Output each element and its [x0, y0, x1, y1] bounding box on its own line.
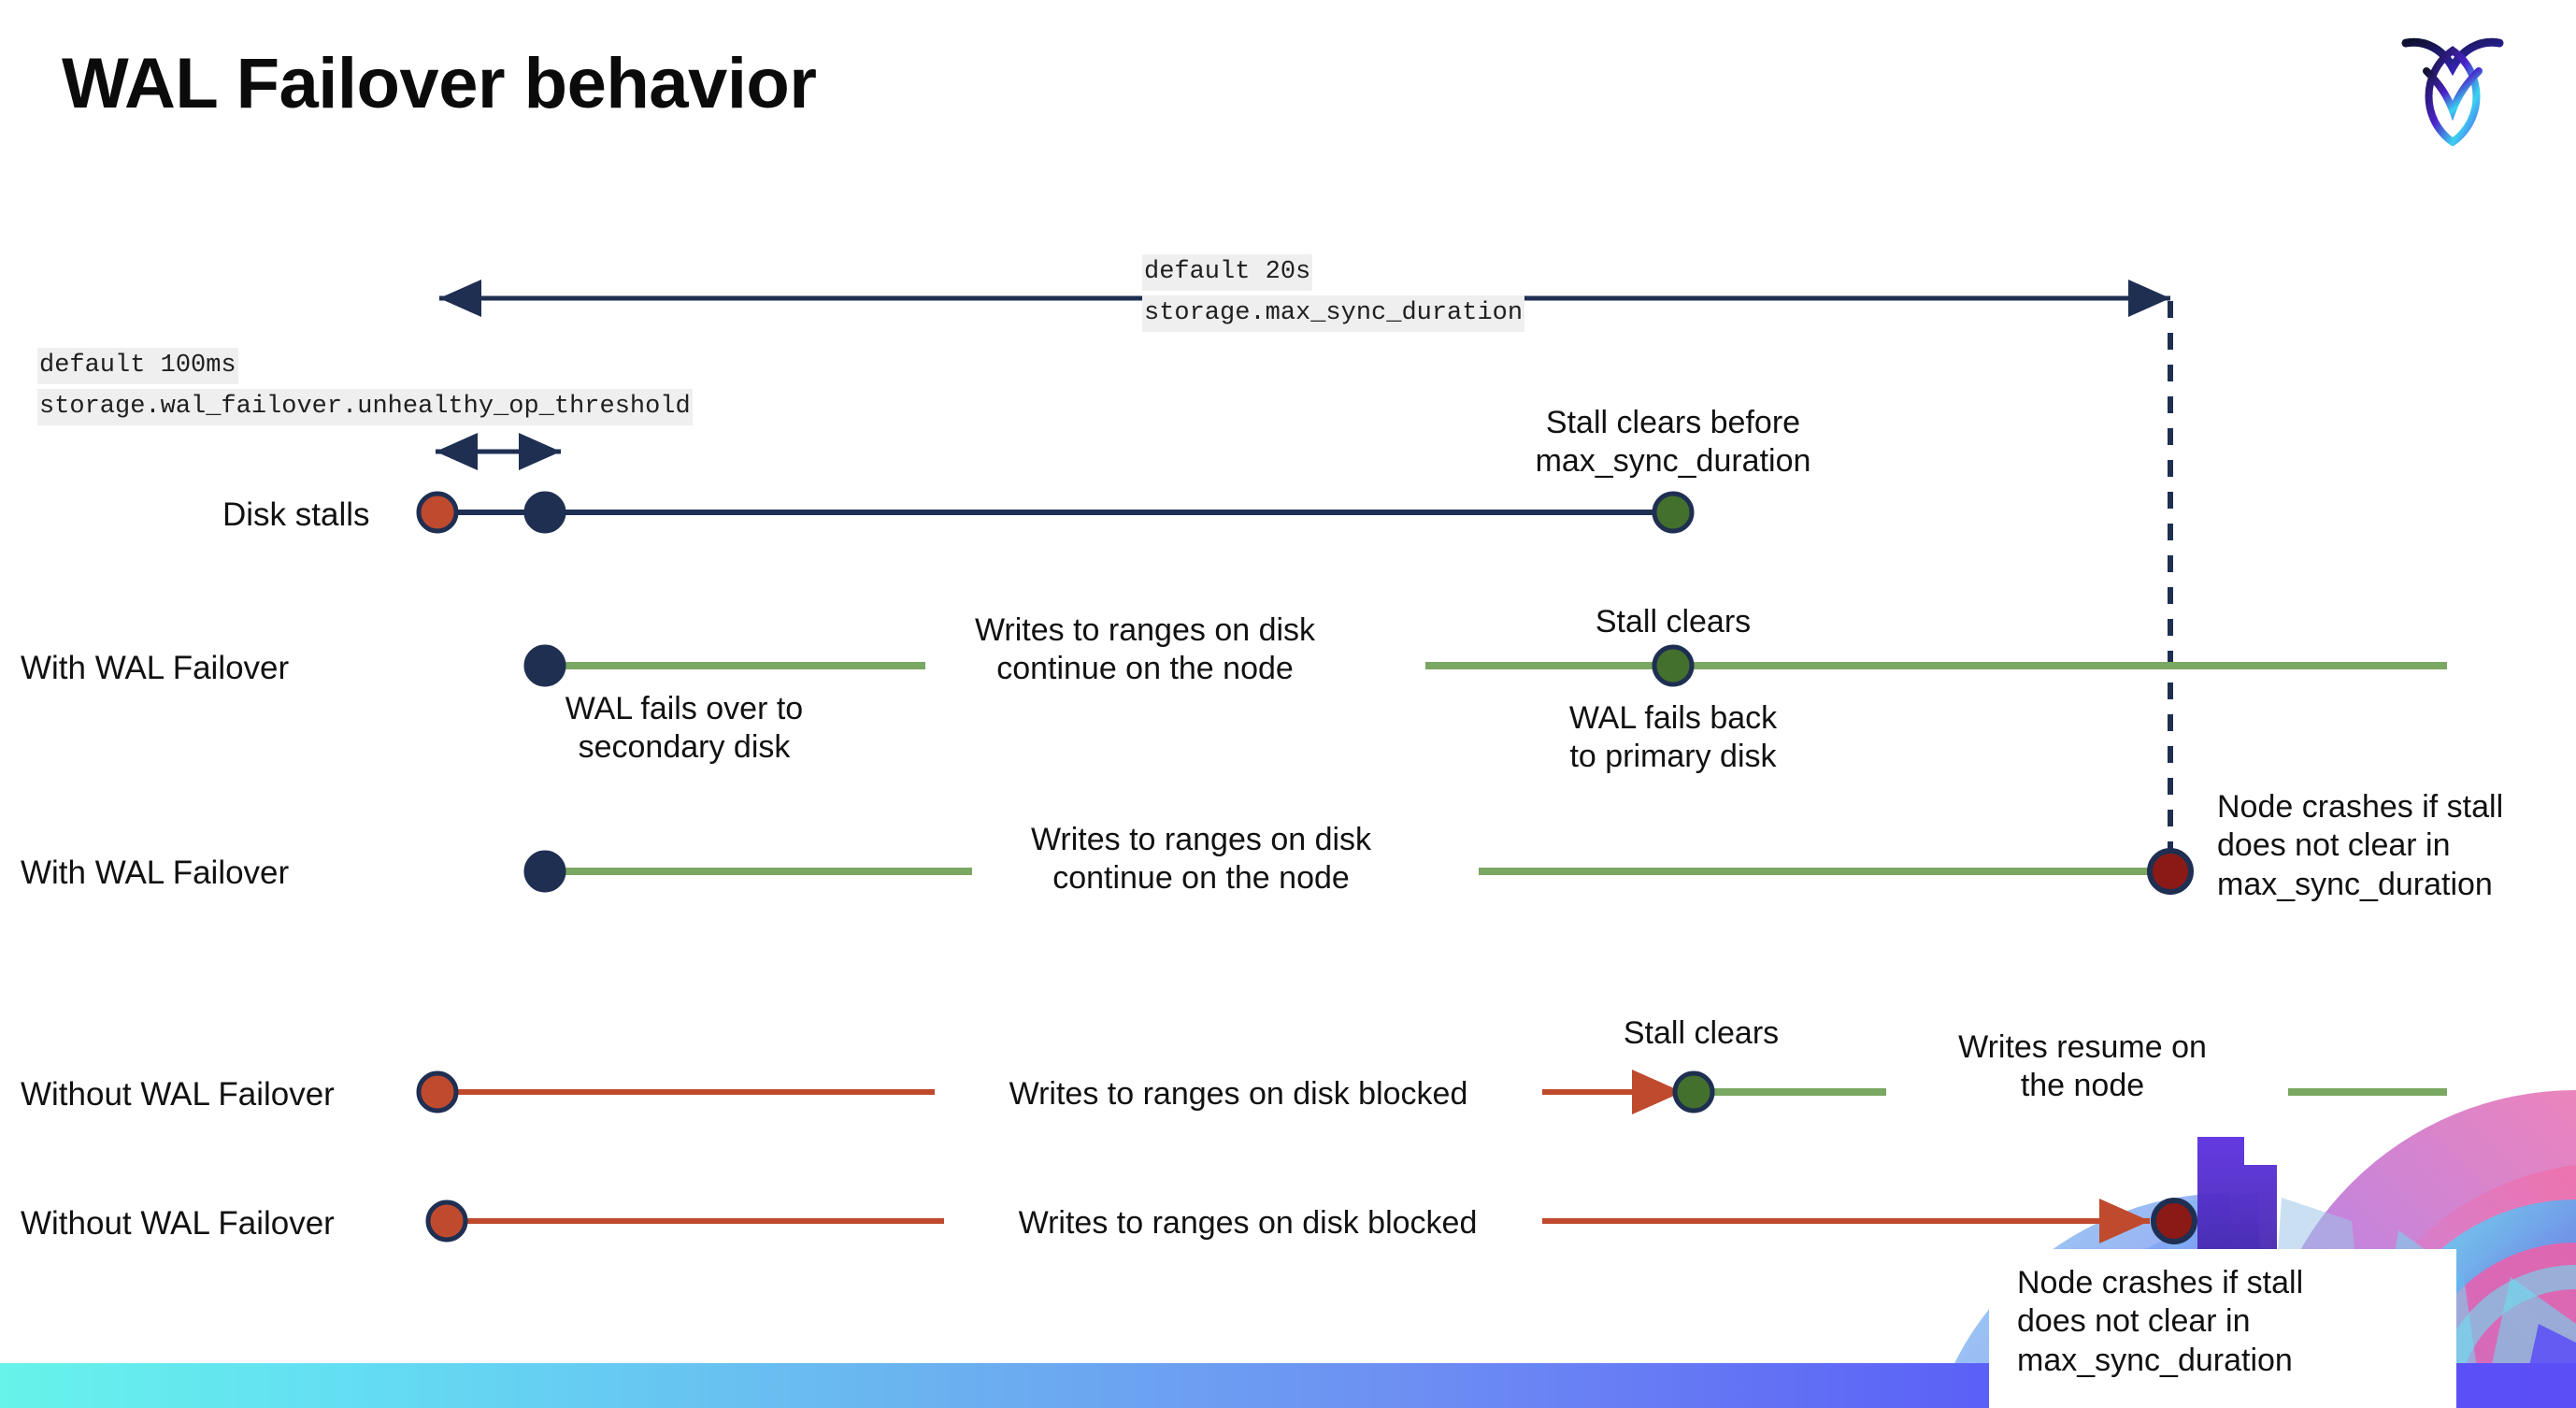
row-without-wal-failover-clears-track: [416, 1070, 2447, 1114]
note-node-crashes-row3: Node crashes if stall does not clear in …: [2217, 789, 2504, 902]
row-disk-stalls-track: [416, 491, 1695, 534]
row-label-disk-stalls: Disk stalls: [222, 496, 370, 533]
page-title: WAL Failover behavior: [62, 44, 817, 123]
row-label-without-wal-failover-crash: Without WAL Failover: [21, 1205, 335, 1242]
row-label-with-wal-failover-crash: With WAL Failover: [21, 855, 290, 891]
note-wal-fails-over-to-secondary-disk: WAL fails over to secondary disk: [565, 691, 804, 766]
row-without-wal-failover-crash-track: [425, 1198, 2197, 1244]
max-sync-setting-chip: storage.max_sync_duration: [1142, 295, 1525, 333]
note-writes-resume-on-the-node: Writes resume on the node: [1958, 1029, 2207, 1104]
note-writes-continue-row3: Writes to ranges on disk continue on the…: [1030, 822, 1372, 897]
note-stall-clears-before-max-sync: Stall clears before max_sync_duration: [1535, 405, 1811, 480]
cockroachdb-logo-icon: [2398, 30, 2507, 147]
callout-plate: [1989, 1249, 2456, 1408]
note-writes-blocked-row4: Writes to ranges on disk blocked: [1009, 1076, 1468, 1112]
note-writes-continue-row2: Writes to ranges on disk continue on the…: [974, 612, 1316, 687]
row-with-wal-failover-clears-track: [523, 644, 2447, 687]
note-writes-blocked-row5: Writes to ranges on disk blocked: [1018, 1205, 1478, 1241]
row-label-without-wal-failover-clears: Without WAL Failover: [21, 1076, 335, 1113]
max-sync-default-chip: default 20s: [1142, 254, 1313, 292]
row-label-with-wal-failover-clears: With WAL Failover: [21, 650, 290, 686]
note-stall-clears-row2: Stall clears: [1595, 604, 1752, 639]
note-node-crashes-row5: Node crashes if stall does not clear in …: [2017, 1265, 2304, 1378]
row-with-wal-failover-crash-track: [523, 848, 2194, 895]
unhealthy-setting-chip: storage.wal_failover.unhealthy_op_thresh…: [37, 389, 693, 426]
note-wal-fails-back-to-primary-disk: WAL fails back to primary disk: [1568, 700, 1778, 775]
unhealthy-default-chip: default 100ms: [37, 348, 238, 385]
note-stall-clears-row4: Stall clears: [1623, 1015, 1780, 1051]
